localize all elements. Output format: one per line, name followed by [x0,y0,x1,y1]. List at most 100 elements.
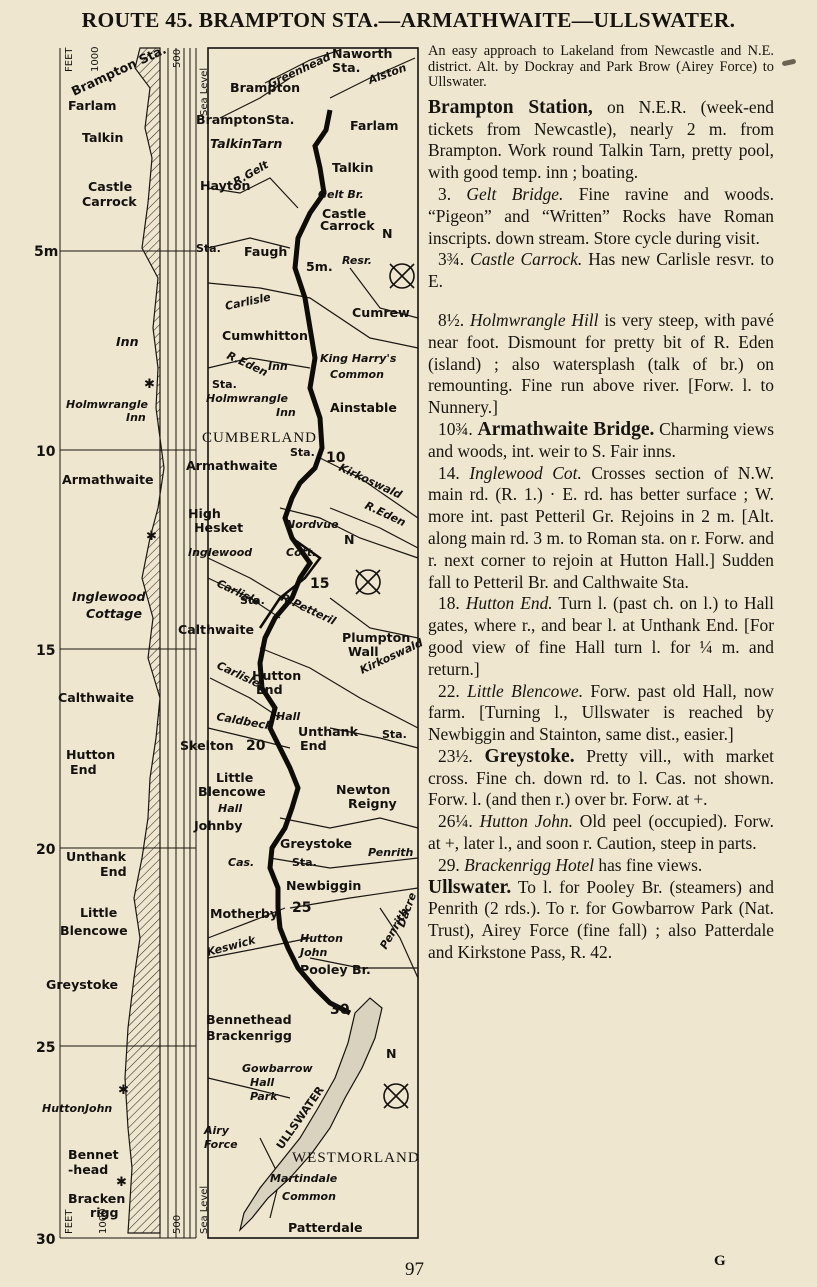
place-faugh: Faugh [244,244,287,259]
place-john: John [298,946,327,959]
entry-head: Brampton Station, [428,96,593,118]
place-unthank: Unthank [298,724,359,739]
axis-1000-top: 1000 [90,47,101,72]
place-westmorland: WESTMORLAND [292,1150,420,1166]
place-r-eden-2: R.Eden [363,499,408,529]
pencil-mark [781,58,797,67]
place-johnby: Johnby [193,818,243,833]
entry-body: Pretty vill., with market cross. Fine ch… [428,745,774,810]
place-caldbeck: Caldbeck [215,710,273,733]
entry-head: Castle Carrock. [470,249,583,270]
place-r-petteril: R.Petteril [279,591,338,628]
entry-8: 23½. Greystoke. Pretty vill., with marke… [428,746,774,811]
svg-text:✱: ✱ [144,377,155,392]
entry-head: Armathwaite Bridge. [477,418,655,440]
axis-sealevel-bottom: Sea Level [199,1186,210,1234]
place-5m: 5m. [306,259,333,274]
entry-9: 26¼. Hutton John. Old peel (occupied). F… [428,811,774,855]
place-brackenrigg: Brackenrigg [206,1028,292,1043]
place-blencowe: Blencowe [198,784,266,799]
axis-feet-bottom: FEET [64,1209,75,1234]
entry-body: on N.E.R. (week-end tickets from Newcast… [428,96,774,183]
place-farlam: Farlam [350,118,399,133]
place-motherby: Motherby [210,906,278,921]
place-carrock: Carrock [320,218,375,233]
profile-inn: Inn [116,334,139,349]
place-armathwaite: Armathwaite [186,458,278,473]
profile-holmwrangle-inn: Inn [126,411,146,424]
entry-body: Has new Carlisle resvr. to E. [428,249,774,292]
entry-5: 14. Inglewood Cot. Crosses section of N.… [428,463,774,594]
svg-text:✱: ✱ [118,1083,129,1098]
profile-head: -head [68,1162,108,1177]
entry-head: Brackenrigg Hotel [464,854,595,875]
compass-letter-3: N [386,1046,397,1061]
profile-talkin: Talkin [82,130,123,145]
text-column: An easy approach to Lakeland from Newcas… [428,43,774,964]
place-gowbarrow-park: Park [250,1090,278,1103]
place-martindale: Martindale [270,1172,338,1185]
place-alston: Alston [366,61,409,87]
place-unthank-end: End [300,738,327,753]
place-sta-holmwrangle: Sta. [212,378,237,391]
place-airy: Airy [203,1124,230,1137]
gazetteer-entries: Brampton Station, on N.E.R. (week-end ti… [428,97,774,964]
alt-route [258,536,322,629]
profile-end: End [70,762,97,777]
entry-number: 22. [438,680,460,701]
svg-text:✱: ✱ [116,1175,127,1190]
entry-number: 3. [438,183,452,204]
compass-1 [389,263,415,289]
profile-inn-markers: ✱ ✱ ✱ ✱ [116,377,157,1190]
profile-unthank-end: End [100,864,127,879]
minor-roads [207,49,419,1219]
profile-inglewood: Inglewood [72,589,146,604]
place-hayton: Hayton [200,178,251,193]
entry-head: Hutton End. [465,593,553,614]
entry-body: Turn l. (past ch. on l.) to Hall gates, … [428,593,774,679]
mile-marker-10: 10 [36,444,56,460]
entry-number: 26¼. [438,811,473,832]
route-map: 5m 10 15 20 25 30 FEET 1000 500 Sea Leve… [30,38,425,1253]
place-gowbarrow-hall: Hall [250,1076,274,1089]
place-sta-calthwaite: Sta. [240,594,265,607]
axis-feet-top: FEET [64,47,75,72]
profile-little: Little [80,905,117,920]
place-brampton-sta: BramptonSta. [196,112,294,127]
place-cott: Cott. [286,546,316,559]
profile-castle: Castle [88,179,132,194]
place-cumberland: CUMBERLAND [202,430,317,446]
place-brampton: Brampton [230,80,300,95]
place-hall-2: Hall [218,802,242,815]
place-holmwrangle-inn: Inn [276,406,296,419]
entry-head: Little Blencowe. [467,680,584,701]
profile-farlam: Farlam [68,98,117,113]
place-sta-armathwaite: Sta. [290,446,315,459]
place-plumpton: Plumpton [342,630,410,645]
axis-500-top: 500 [172,49,183,68]
place-force: Force [204,1138,238,1151]
place-sta-greystoke: Sta. [292,856,317,869]
entry-number: 14. [438,462,460,483]
entry-number: 29. [438,854,460,875]
place-cumrew: Cumrew [352,305,410,320]
place-skelton: Skelton [180,738,234,753]
place-hesket: Hesket [194,520,243,535]
entry-0: Brampton Station, on N.E.R. (week-end ti… [428,97,774,184]
place-naworth-sta: Sta. [332,60,360,75]
place-calthwaite: Calthwaite [178,622,254,637]
place-hutton-2: Hutton [300,932,343,945]
entry-body: has fine views. [594,854,703,875]
intro-paragraph: An easy approach to Lakeland from Newcas… [428,43,774,91]
place-dist-30: 30 [330,1002,350,1018]
profile-hutton: Hutton [66,747,115,762]
profile-unthank: Unthank [66,849,127,864]
place-cumwhitton: Cumwhitton [222,328,308,343]
entry-body: is very steep, with pavé near foot. Dism… [428,309,774,418]
profile-holmwrangle: Holmwrangle [66,398,148,411]
svg-text:✱: ✱ [146,529,157,544]
mile-marker-15: 15 [36,643,55,659]
main-route [257,109,352,1016]
profile-calthwaite: Calthwaite [58,690,134,705]
entry-head: Greystoke. [484,745,575,767]
